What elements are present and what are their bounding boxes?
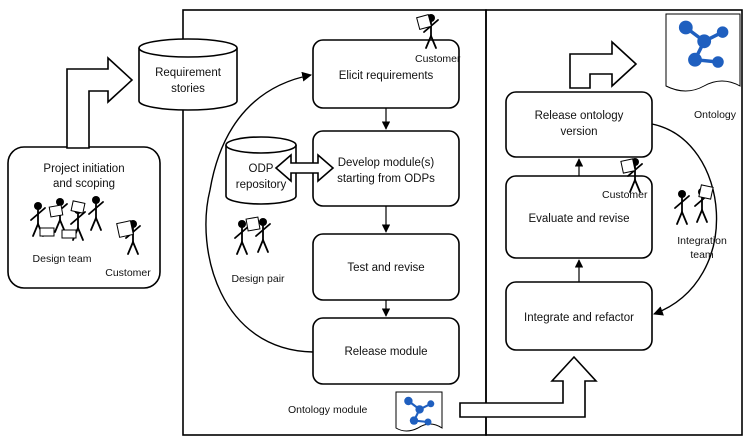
double-arrow-odp-develop bbox=[274, 153, 335, 183]
design-team-label: Design team bbox=[33, 253, 92, 265]
customer-right-label: Customer bbox=[602, 189, 648, 201]
integration-panel bbox=[485, 9, 743, 436]
fat-arrow-to-integration bbox=[459, 355, 598, 418]
integrate-and-refactor-label: Integrate and refactor bbox=[524, 312, 634, 324]
release-module-label: Release module bbox=[344, 346, 427, 358]
odp-repository-label-1: ODP bbox=[249, 163, 274, 175]
release-ontology-label-2: version bbox=[560, 126, 597, 138]
develop-module-label-2: starting from ODPs bbox=[337, 173, 435, 185]
design-pair-figures-icon bbox=[234, 216, 271, 255]
design-team-figures-icon bbox=[30, 195, 104, 241]
elicit-requirements-label: Elicit requirements bbox=[339, 70, 434, 82]
odp-repository-label-2: repository bbox=[236, 179, 287, 191]
requirement-stories-label-1: Requirement bbox=[155, 67, 222, 79]
test-and-revise-label: Test and revise bbox=[347, 262, 424, 274]
ontology-label: Ontology bbox=[694, 109, 737, 121]
customer-right-figure-icon bbox=[620, 157, 643, 193]
customer-left-figure-icon bbox=[116, 219, 141, 255]
release-module-box bbox=[312, 317, 460, 385]
ontology-module-label: Ontology module bbox=[288, 404, 368, 416]
customer-top-figure-icon bbox=[416, 13, 439, 49]
ontology-module-icon bbox=[395, 391, 443, 432]
integration-team-label-1: Integration bbox=[677, 235, 727, 247]
release-ontology-version-box bbox=[505, 91, 653, 158]
requirement-stories-database-icon bbox=[138, 38, 238, 111]
evaluate-and-revise-label: Evaluate and revise bbox=[528, 213, 629, 225]
design-pair-label: Design pair bbox=[231, 273, 285, 285]
ontology-icon bbox=[665, 13, 741, 92]
requirement-stories-label-2: stories bbox=[171, 83, 205, 95]
project-initiation-label-2: and scoping bbox=[53, 178, 115, 190]
integration-team-figures-icon bbox=[674, 184, 714, 225]
odp-repository-database-icon bbox=[225, 136, 297, 205]
release-ontology-label-1: Release ontology bbox=[535, 110, 624, 122]
fat-arrow-to-requirements bbox=[66, 56, 134, 149]
integration-team-loop-arrow bbox=[651, 123, 718, 316]
project-initiation-label-1: Project initiation bbox=[43, 163, 124, 175]
customer-top-label: Customer bbox=[415, 53, 461, 65]
fat-arrow-to-ontology bbox=[569, 40, 638, 89]
develop-module-label-1: Develop module(s) bbox=[338, 157, 435, 169]
integration-team-label-2: team bbox=[690, 249, 714, 261]
design-pair-loop-arrow bbox=[205, 71, 314, 353]
customer-left-label: Customer bbox=[105, 267, 151, 279]
